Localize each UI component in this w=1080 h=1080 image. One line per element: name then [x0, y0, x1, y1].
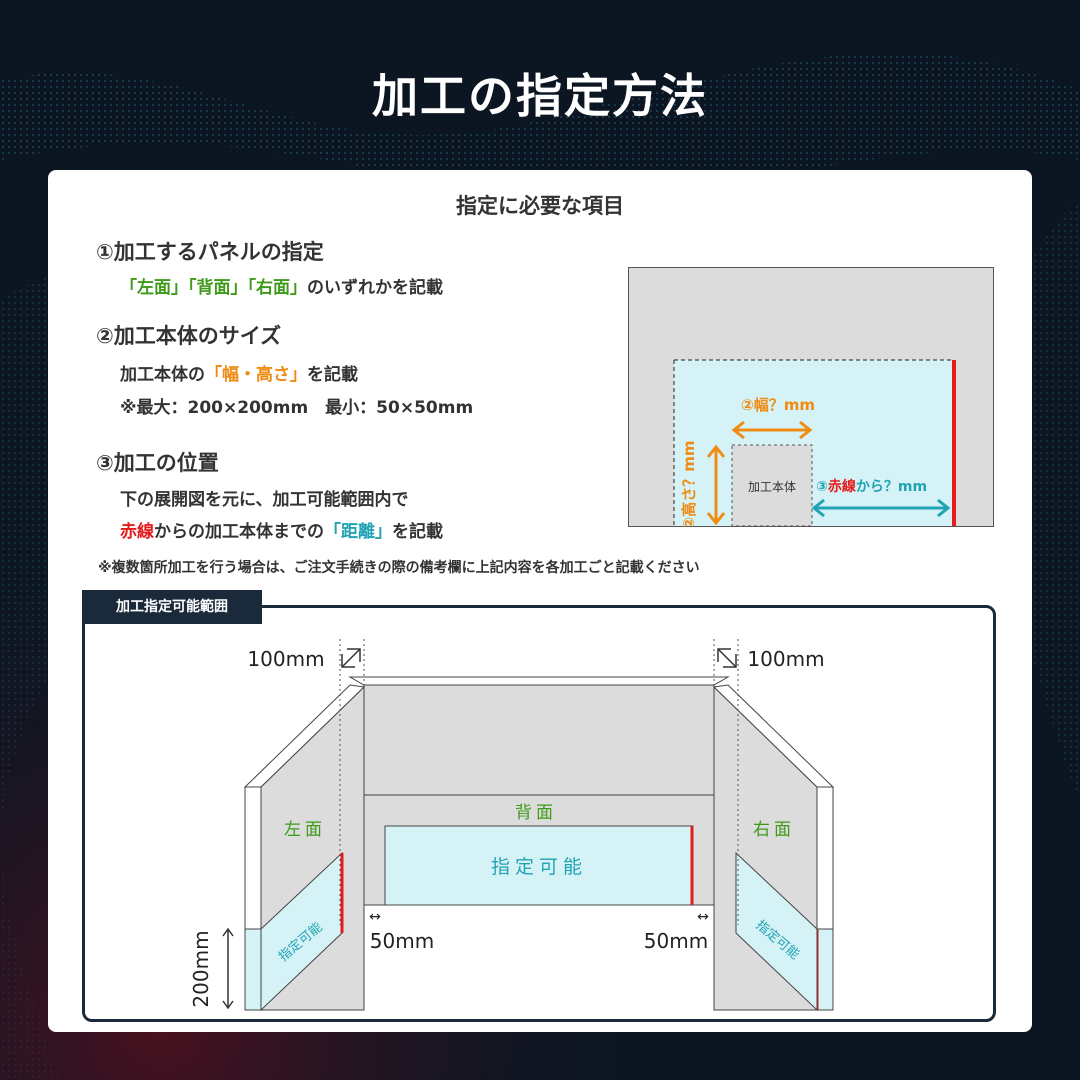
back-label: 背面 [515, 803, 557, 823]
left-panel-label: 「左面」 [120, 278, 188, 298]
right-edge-area [816, 928, 834, 1011]
height-arrow-bottom-head [706, 512, 726, 526]
distance-arrow-right-head [937, 498, 951, 518]
left-margin-label: 50mm [370, 929, 434, 953]
size-limits: ※最大：200×200mm 最小：50×50mm [120, 398, 474, 418]
height-arrow-top-head [706, 444, 726, 458]
right-area [735, 851, 818, 1012]
distance-arrow-left-head [811, 498, 825, 518]
range-diagram: 背面 指定可能 左面 指定可能 右面 指定可能 100mm 100mm [189, 639, 835, 1012]
range-frame [82, 605, 996, 1022]
back-panel-top [348, 676, 730, 686]
back-panel-label: 「背面」 [188, 278, 248, 298]
right-depth-arrow [717, 648, 737, 668]
section3-title: ③加工の位置 [96, 451, 219, 475]
height-arrow-bottom [222, 1000, 234, 1010]
card-heading: 指定に必要な項目 [456, 194, 624, 218]
right-margin-arrow: ↔ [697, 909, 709, 925]
back-area [384, 825, 694, 906]
left-depth-arrow [341, 648, 361, 668]
diagram-area [674, 360, 954, 526]
width-arrow-left-head [731, 420, 745, 440]
left-edge-area [244, 928, 262, 1011]
width-arrow-right-head [799, 420, 813, 440]
height-arrow-top [222, 927, 234, 937]
distance-label: ③赤線から？mm [816, 478, 927, 495]
instruction-card: 指定に必要な項目 ①加工するパネルの指定 「左面」「背面」「右面」のいずれかを記… [48, 170, 1032, 1032]
right-margin-label: 50mm [644, 929, 708, 953]
width-label: ②幅？mm [741, 396, 815, 414]
section2-prefix: 加工本体の [120, 365, 205, 385]
diagram-body-label: 加工本体 [748, 480, 796, 494]
right-label: 右面 [753, 820, 795, 840]
section3-suffix: を記載 [392, 522, 443, 542]
left-depth-label: 100mm [247, 647, 324, 671]
right-depth-arrowhead-b [723, 654, 737, 668]
left-depth-arrowhead-a [347, 648, 361, 662]
section2-suffix: を記載 [307, 365, 358, 385]
section1-title: ①加工するパネルの指定 [96, 240, 324, 264]
section3-mid: からの加工本体までの [154, 522, 324, 542]
section2-body: 加工本体の「幅・高さ」を記載 [120, 360, 358, 385]
height-label: 200mm [189, 930, 213, 1007]
diagram-body-box [731, 444, 813, 527]
right-depth-arrowhead-a [717, 648, 731, 662]
red-line-word: 赤線 [120, 522, 154, 542]
section2-highlight: 「幅・高さ」 [205, 365, 307, 385]
left-label: 左面 [284, 820, 326, 840]
section3-line2: 赤線からの加工本体までの「距離」を記載 [120, 517, 443, 542]
left-margin-arrow: ↔ [369, 909, 381, 925]
height-label: ②高さ？mm [680, 441, 698, 527]
right-depth-label: 100mm [747, 647, 824, 671]
page-title: 加工の指定方法 [372, 69, 708, 123]
section3-line1: 下の展開図を元に、加工可能範囲内で [120, 490, 409, 510]
position-diagram: 加工本体 ②幅？mm ②高さ？mm ③赤線から？mm [628, 267, 994, 527]
range-tab: 加工指定可能範囲 [82, 590, 262, 624]
section2-title: ②加工本体のサイズ [96, 324, 282, 348]
section3-highlight: 「距離」 [324, 522, 392, 542]
right-panel-label: 「右面」 [247, 278, 308, 298]
multi-process-note: ※複数箇所加工を行う場合は、ご注文手続きの際の備考欄に上記内容を各加工ごと記載く… [98, 560, 700, 576]
back-area-label: 指定可能 [491, 856, 587, 878]
section1-body: 「左面」「背面」「右面」のいずれかを記載 [120, 273, 443, 298]
section1-suffix: のいずれかを記載 [307, 278, 443, 298]
left-depth-arrowhead-b [341, 654, 355, 668]
